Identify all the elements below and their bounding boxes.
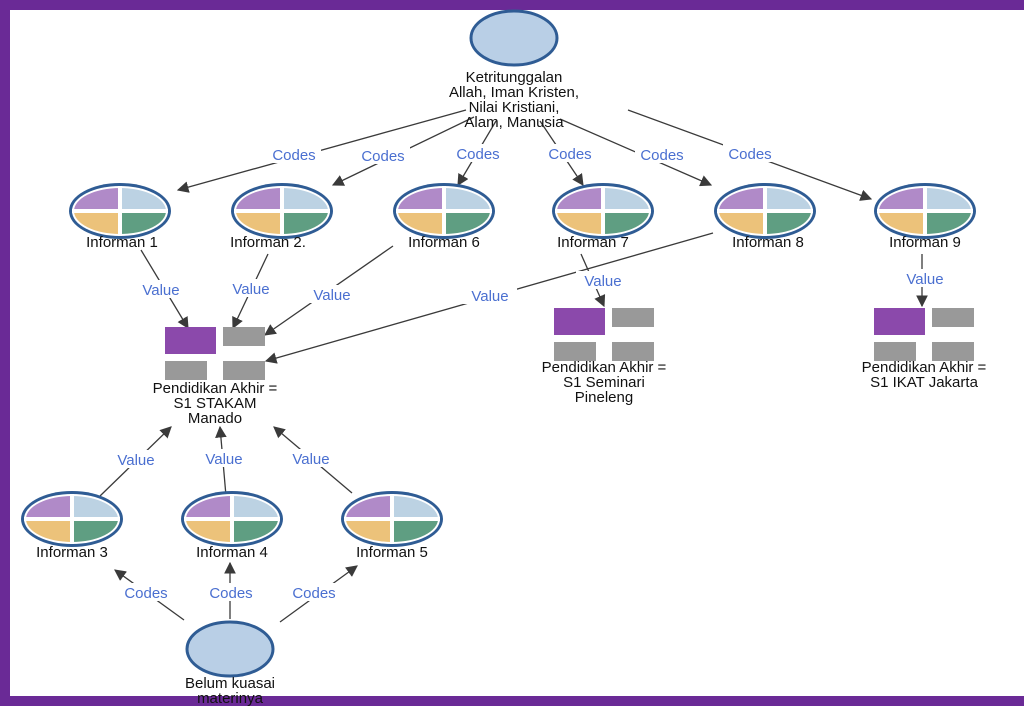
case-quadrant-icon [714, 183, 816, 239]
node-label: Informan 5 [356, 544, 428, 561]
case-quadrant-icon [69, 183, 171, 239]
edge-label: Codes [209, 585, 252, 602]
node-label: Informan 6 [408, 234, 480, 251]
edge-label: Value [471, 288, 508, 305]
node-label: Informan 8 [732, 234, 804, 251]
node-informan-8[interactable]: Informan 8 [714, 183, 816, 251]
node-label-line: Pineleng [575, 389, 633, 406]
node-label: Informan 3 [36, 544, 108, 561]
node-label: Informan 7 [557, 234, 629, 251]
node-label-line: materinya [197, 690, 264, 706]
edge-label: Codes [548, 146, 591, 163]
edge-label-backdrop [305, 285, 359, 303]
edge-label: Codes [456, 146, 499, 163]
node-label: Informan 9 [889, 234, 961, 251]
circle-node-icon [469, 9, 559, 67]
edge-label-backdrop [284, 449, 338, 467]
edge-label: Value [906, 271, 943, 288]
edge-label: Codes [292, 585, 335, 602]
edge-label: Value [313, 287, 350, 304]
edge-label-backdrop [356, 146, 410, 164]
node-label-line: Manado [188, 410, 242, 427]
edge-label: Value [117, 452, 154, 469]
edge-label-backdrop [134, 280, 188, 298]
node-label-line: Belum kuasai [185, 675, 275, 692]
edge-label-backdrop [576, 271, 630, 289]
node-informan-1[interactable]: Informan 1 [69, 183, 171, 251]
node-informan-6[interactable]: Informan 6 [393, 183, 495, 251]
node-label: Informan 1 [86, 234, 158, 251]
attribute-value-icon [874, 308, 974, 361]
case-quadrant-icon [874, 183, 976, 239]
circle-node-icon [185, 620, 275, 678]
attribute-value-icon [165, 327, 265, 380]
edge-label: Codes [640, 147, 683, 164]
edge-label: Value [584, 273, 621, 290]
edge-label-backdrop [898, 269, 952, 287]
case-quadrant-icon [231, 183, 333, 239]
edge-label-backdrop [204, 583, 258, 601]
case-quadrant-icon [181, 491, 283, 547]
edge-top_code-to-informan_1 [176, 109, 467, 193]
node-value-ikat[interactable]: Pendidikan Akhir =S1 IKAT Jakarta [862, 308, 987, 391]
node-informan-3[interactable]: Informan 3 [21, 491, 123, 561]
node-label-line: Allah, Iman Kristen, [449, 84, 579, 101]
case-quadrant-icon [341, 491, 443, 547]
edge-label: Value [205, 451, 242, 468]
edge-label: Codes [361, 148, 404, 165]
node-label-line: Alam, Manusia [464, 114, 564, 131]
edge-label-backdrop [224, 279, 278, 297]
edge-label-backdrop [723, 144, 777, 162]
edge-label-backdrop [543, 144, 597, 162]
edge-label-backdrop [119, 583, 173, 601]
edge-label-backdrop [287, 583, 341, 601]
node-label-line: S1 STAKAM [173, 395, 256, 412]
edge-label: Value [292, 451, 329, 468]
edge-label-backdrop [463, 286, 517, 304]
case-quadrant-icon [21, 491, 123, 547]
node-label: Informan 2. [230, 234, 306, 251]
edge-label: Value [142, 282, 179, 299]
edge-label: Codes [728, 146, 771, 163]
node-informan-9[interactable]: Informan 9 [874, 183, 976, 251]
node-label-line: Ketritunggalan [466, 69, 563, 86]
edge-label: Value [232, 281, 269, 298]
node-label-line: Pendidikan Akhir = [542, 359, 667, 376]
node-label-line: Nilai Kristiani, [469, 99, 560, 116]
edge-label-backdrop [197, 449, 251, 467]
node-label-line: Pendidikan Akhir = [862, 359, 987, 376]
case-quadrant-icon [552, 183, 654, 239]
case-quadrant-icon [393, 183, 495, 239]
edge-label-backdrop [635, 145, 689, 163]
node-label-line: S1 IKAT Jakarta [870, 374, 978, 391]
edge-label: Codes [124, 585, 167, 602]
node-informan-7[interactable]: Informan 7 [552, 183, 654, 251]
edge-label: Codes [272, 147, 315, 164]
node-informan-5[interactable]: Informan 5 [341, 491, 443, 561]
node-label-line: Pendidikan Akhir = [153, 380, 278, 397]
node-informan-4[interactable]: Informan 4 [181, 491, 283, 561]
node-label-line: S1 Seminari [563, 374, 645, 391]
edge-label-backdrop [451, 144, 505, 162]
node-label: Informan 4 [196, 544, 268, 561]
edge-label-backdrop [109, 450, 163, 468]
node-informan-2[interactable]: Informan 2. [230, 183, 333, 251]
attribute-value-icon [554, 308, 654, 361]
edge-label-backdrop [267, 145, 321, 163]
